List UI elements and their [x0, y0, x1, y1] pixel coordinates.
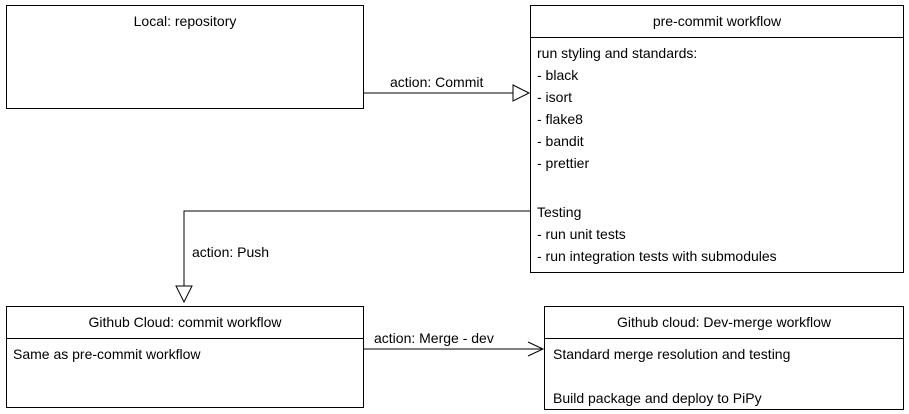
precommit-line: - bandit — [537, 133, 584, 149]
precommit-workflow-title: pre-commit workflow — [531, 6, 903, 38]
github-merge-line: Build package and deploy to PiPy — [553, 390, 762, 406]
github-merge-workflow-title: Github cloud: Dev-merge workflow — [545, 307, 903, 339]
precommit-line: run styling and standards: — [537, 45, 698, 61]
precommit-line: - prettier — [537, 155, 590, 171]
github-commit-line: Same as pre-commit workflow — [13, 346, 201, 362]
github-merge-workflow-box: Github cloud: Dev-merge workflow Standar… — [544, 306, 904, 410]
push-arrow — [175, 210, 530, 304]
precommit-line: - run unit tests — [537, 226, 626, 242]
merge-arrow — [363, 341, 545, 357]
merge-edge-label: action: Merge - dev — [374, 330, 494, 346]
local-repository-title: Local: repository — [133, 13, 237, 29]
github-merge-line: Standard merge resolution and testing — [553, 346, 791, 362]
precommit-line: - flake8 — [537, 111, 583, 127]
precommit-line: Testing — [537, 204, 582, 220]
push-edge-label: action: Push — [192, 244, 270, 260]
local-repository-box: Local: repository — [6, 5, 364, 109]
github-commit-workflow-box: Github Cloud: commit workflow Same as pr… — [6, 306, 364, 408]
precommit-line: - run integration tests with submodules — [537, 248, 777, 264]
precommit-line: - black — [537, 67, 579, 83]
commit-arrow — [363, 84, 531, 102]
precommit-line: - isort — [537, 89, 572, 105]
commit-edge-label: action: Commit — [390, 74, 484, 90]
github-commit-workflow-title: Github Cloud: commit workflow — [7, 307, 363, 339]
precommit-workflow-box: pre-commit workflow run styling and stan… — [530, 5, 904, 273]
